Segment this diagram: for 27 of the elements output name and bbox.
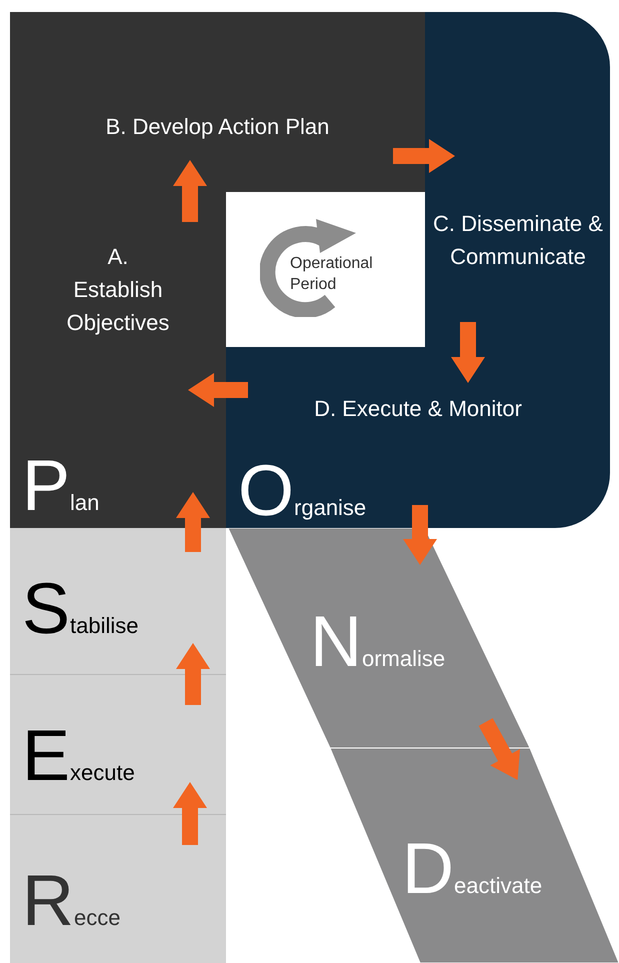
phase-panel <box>10 815 226 963</box>
phase-label: Stabilise <box>22 573 139 645</box>
arrow <box>173 160 207 222</box>
arrow <box>403 505 437 565</box>
arrow <box>478 718 520 780</box>
phase-panel <box>226 347 610 528</box>
step-label: D. Execute & Monitor <box>313 395 523 423</box>
phase-label: Deactivate <box>402 833 542 905</box>
step-label: Operational Period <box>290 254 374 295</box>
phase-panel <box>10 675 226 815</box>
step-label: A. Establish Objectives <box>66 243 170 337</box>
phase-label: Plan <box>22 450 100 522</box>
arrow <box>176 492 210 552</box>
arrow <box>451 322 485 383</box>
phase-label: Execute <box>22 720 135 792</box>
arrow <box>393 139 455 173</box>
phase-label: Organise <box>238 455 366 527</box>
phase-panel <box>10 192 226 528</box>
phase-panel <box>10 528 226 675</box>
phase-label: Recce <box>22 865 120 937</box>
arrow <box>173 782 207 845</box>
arrow <box>188 373 248 407</box>
plan-step-box <box>425 12 610 347</box>
arrow <box>176 643 210 705</box>
step-label: B. Develop Action Plan <box>104 113 330 141</box>
plan-step-box <box>10 12 425 192</box>
step-label: C. Disseminate & Communicate <box>433 210 603 271</box>
